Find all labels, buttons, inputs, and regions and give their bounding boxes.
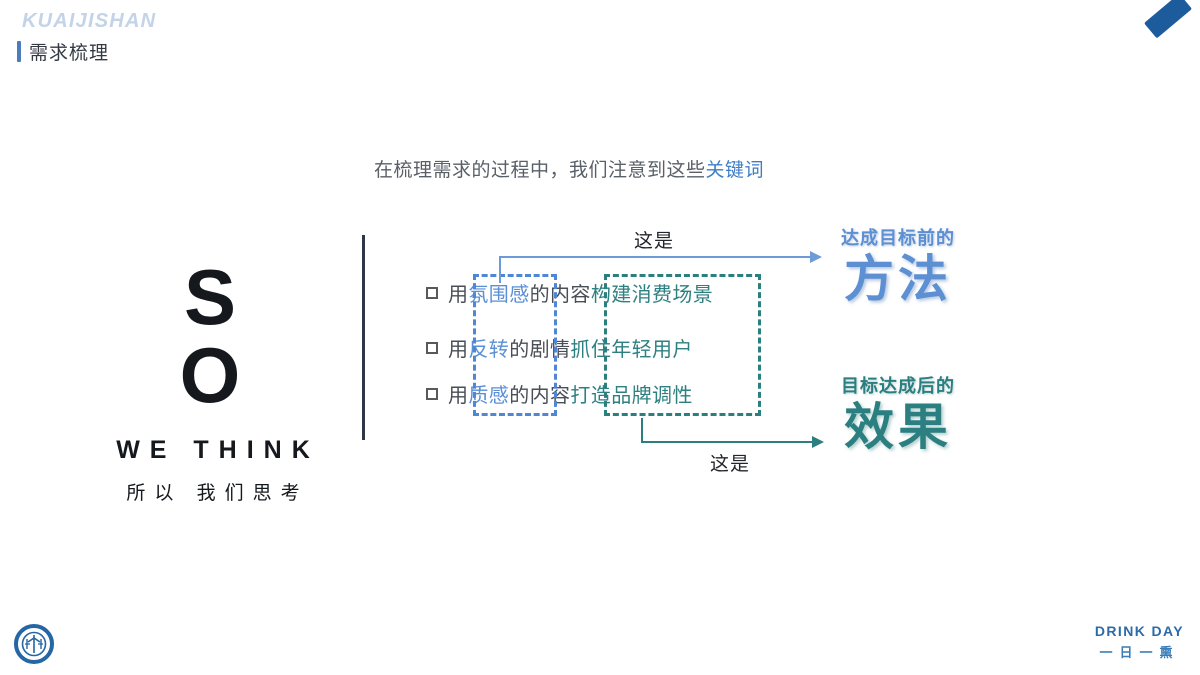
result-effect-block: 目标达成后的 效果: [778, 372, 1018, 454]
bullet-keyword: 反转: [468, 339, 510, 361]
keyword-to-method-arrow: [499, 251, 822, 283]
lead-highlight: 关键词: [705, 160, 765, 181]
result-effect-title: 效果: [844, 399, 952, 455]
vertical-divider: [362, 235, 365, 440]
page-title-group: 需求梳理: [17, 38, 109, 65]
result-effect-caption: 目标达成后的: [841, 376, 955, 396]
title-accent-bar: [17, 41, 21, 62]
footer-brand: DRINK DAY 一日一熏: [1095, 623, 1184, 661]
bullet-effect: 构建消费场景: [590, 284, 714, 306]
bullet-effect: 抓住年轻用户: [570, 339, 693, 361]
result-method-block: 达成目标前的 方法: [778, 224, 1018, 306]
so-headline: S O: [179, 253, 293, 419]
bullet-pre: 用: [448, 339, 469, 361]
so-chinese-label: 所以 我们思考: [126, 483, 309, 504]
so-block: S O WE THINK 所以 我们思考: [88, 258, 338, 505]
checkbox-icon[interactable]: [426, 341, 438, 354]
bullet-pre: 用: [448, 284, 469, 306]
diagonal-slash-icon: [1143, 0, 1193, 39]
checkbox-icon[interactable]: [426, 387, 438, 400]
lead-sentence: 在梳理需求的过程中，我们注意到这些关键词: [374, 155, 764, 182]
bullet-keyword: 氛围感: [468, 284, 530, 306]
slide-header: KUAIJISHAN 需求梳理: [0, 0, 1200, 90]
effect-group-box: [604, 274, 761, 416]
brand-name-en: KUAIJISHAN: [22, 10, 157, 32]
connector-label-top: 这是: [634, 231, 675, 252]
list-item: 用氛围感的内容构建消费场景: [426, 278, 713, 307]
keyword-group-box: [473, 274, 557, 416]
connector-label-bottom: 这是: [710, 454, 751, 475]
result-method-title: 方法: [844, 251, 952, 307]
bullet-pre: 用: [448, 385, 469, 407]
checkbox-icon[interactable]: [426, 286, 438, 299]
footer-brand-cn: 一日一熏: [1099, 645, 1180, 660]
bullet-text: 用氛围感的内容构建消费场景: [448, 278, 713, 307]
effect-to-result-arrow: [641, 418, 824, 448]
bullet-mid: 的内容: [529, 284, 591, 306]
bullet-keyword: 质感: [468, 385, 510, 407]
we-think-label: WE THINK: [116, 436, 320, 464]
lead-text: 在梳理需求的过程中，我们注意到这些: [374, 160, 706, 181]
page-title: 需求梳理: [29, 43, 110, 64]
bullet-effect: 打造品牌调性: [570, 385, 693, 407]
result-method-caption: 达成目标前的: [841, 228, 955, 248]
circular-emblem-logo: [14, 624, 54, 664]
footer-brand-en: DRINK DAY: [1094, 623, 1184, 639]
